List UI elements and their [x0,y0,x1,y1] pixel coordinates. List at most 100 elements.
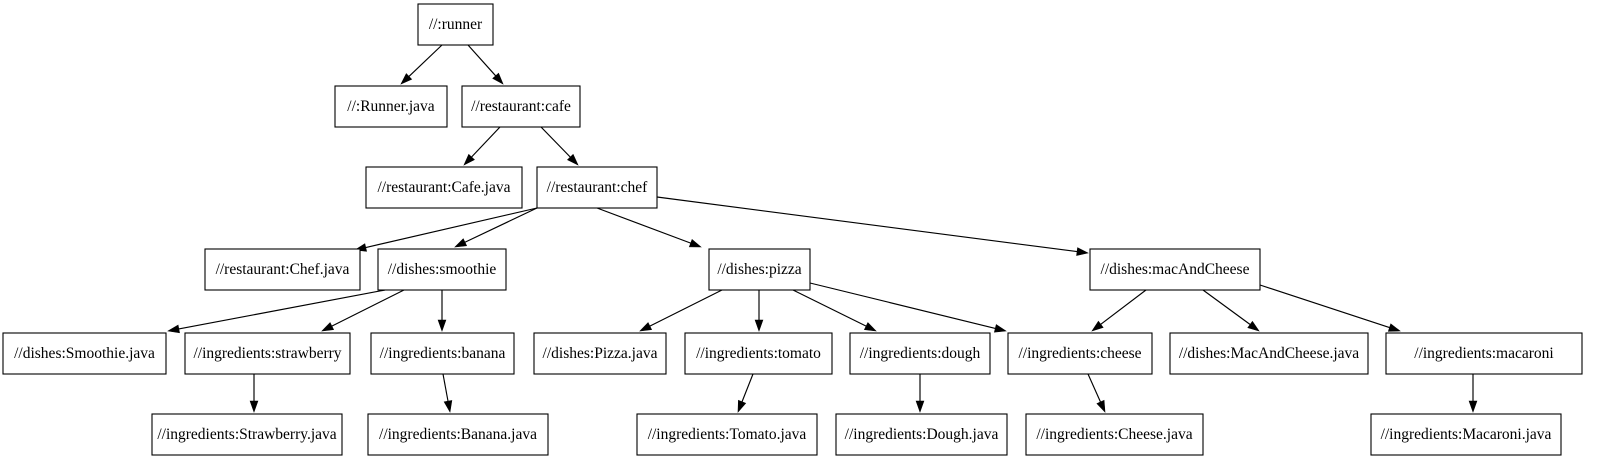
graph-node-dishes_pizza[interactable]: //dishes:pizza [708,248,811,291]
graph-node-ing_banana_java[interactable]: //ingredients:Banana.java [367,413,549,456]
graph-node-runner_java[interactable]: //:Runner.java [334,85,448,128]
graph-node-dishes_macandcheese_java[interactable]: //dishes:MacAndCheese.java [1169,332,1369,375]
graph-node-ing_tomato_java[interactable]: //ingredients:Tomato.java [636,413,818,456]
graph-edge [167,289,386,334]
node-label: //ingredients:Macaroni.java [1381,426,1552,443]
node-box[interactable] [1025,413,1204,456]
node-label: //dishes:MacAndCheese.java [1179,345,1359,362]
graph-edge [1468,374,1478,413]
node-box[interactable] [536,166,658,209]
graph-edge [467,44,504,85]
edge-arrowhead [463,153,475,166]
graph-node-restaurant_chef[interactable]: //restaurant:chef [536,166,658,209]
node-box[interactable] [1385,332,1583,375]
node-box[interactable] [835,413,1008,456]
graph-node-ing_banana[interactable]: //ingredients:banana [370,332,515,375]
node-box[interactable] [377,248,507,291]
graph-node-ing_macaroni[interactable]: //ingredients:macaroni [1385,332,1583,375]
node-box[interactable] [204,248,361,291]
graph-edge [1202,289,1260,332]
graph-node-ing_dough_java[interactable]: //ingredients:Dough.java [835,413,1008,456]
edge-arrowhead [492,72,504,85]
node-label: //dishes:smoothie [388,261,497,278]
node-box[interactable] [461,85,581,128]
node-label: //dishes:Smoothie.java [14,345,155,362]
node-box[interactable] [365,166,523,209]
node-box[interactable] [2,332,167,375]
node-box[interactable] [1370,413,1562,456]
node-box[interactable] [1007,332,1153,375]
graph-edge [442,373,453,413]
node-label: //dishes:pizza [717,261,801,278]
edge-arrowhead [1096,399,1106,413]
edge-line [331,289,405,327]
edge-line [442,373,449,402]
node-box[interactable] [849,332,991,375]
graph-node-ing_strawberry_java[interactable]: //ingredients:Strawberry.java [151,413,343,456]
node-box[interactable] [367,413,549,456]
node-label: //dishes:Pizza.java [543,345,658,362]
graph-node-ing_strawberry[interactable]: //ingredients:strawberry [184,332,351,375]
node-box[interactable] [334,85,448,128]
node-box[interactable] [533,332,667,375]
graph-edge [437,290,447,332]
edge-arrowhead [321,322,335,332]
node-box[interactable] [151,413,343,456]
graph-edge [754,290,764,332]
edge-line [464,207,538,243]
graph-edge [249,374,259,413]
edge-line [741,373,754,402]
graph-node-restaurant_cafe[interactable]: //restaurant:cafe [461,85,581,128]
node-label: //ingredients:cheese [1018,345,1141,362]
node-box[interactable] [684,332,833,375]
graph-edge [596,207,702,248]
graph-node-restaurant_cafe_java[interactable]: //restaurant:Cafe.java [365,166,523,209]
graph-node-ing_tomato[interactable]: //ingredients:tomato [684,332,833,375]
graph-edge [1087,373,1106,413]
node-label: //restaurant:chef [547,179,649,196]
node-box[interactable] [184,332,351,375]
edge-line [1202,289,1251,325]
edge-arrowhead [437,319,447,332]
node-label: //ingredients:dough [860,345,981,362]
node-box[interactable] [1089,248,1261,291]
edge-arrowhead [1091,320,1104,332]
edge-arrowhead [915,400,925,413]
graph-node-ing_cheese[interactable]: //ingredients:cheese [1007,332,1153,375]
edge-arrowhead [688,238,702,248]
graph-edge [1091,289,1147,332]
graph-node-dishes_smoothie_java[interactable]: //dishes:Smoothie.java [2,332,167,375]
node-box[interactable] [636,413,818,456]
graph-edge [321,289,405,332]
node-box[interactable] [417,3,494,46]
edge-arrowhead [1076,247,1089,256]
graph-edge [540,126,579,166]
edge-arrowhead [400,73,413,85]
node-label: //ingredients:strawberry [193,345,341,362]
edge-arrowhead [639,322,653,332]
edge-arrowhead [1247,320,1260,332]
nodes-layer: //:runner //:Runner.java //restaurant:cafe… [2,3,1583,456]
edge-line [540,126,571,158]
graph-node-ing_macaroni_java[interactable]: //ingredients:Macaroni.java [1370,413,1562,456]
graph-node-restaurant_chef_java[interactable]: //restaurant:Chef.java [204,248,361,291]
graph-edge [354,207,538,252]
graph-node-dishes_pizza_java[interactable]: //dishes:Pizza.java [533,332,667,375]
graph-edge [463,126,501,166]
node-box[interactable] [708,248,811,291]
edge-line [408,44,443,77]
node-label: //ingredients:banana [380,345,506,362]
graph-node-ing_cheese_java[interactable]: //ingredients:Cheese.java [1025,413,1204,456]
graph-node-runner[interactable]: //:runner [417,3,494,46]
node-box[interactable] [370,332,515,375]
graph-node-dishes_smoothie[interactable]: //dishes:smoothie [377,248,507,291]
node-label: //ingredients:Cheese.java [1036,426,1192,443]
node-label: //:Runner.java [347,98,435,115]
edge-line [656,196,1078,253]
graph-node-dishes_macandcheese[interactable]: //dishes:macAndCheese [1089,248,1261,291]
node-box[interactable] [1169,332,1369,375]
graph-node-ing_dough[interactable]: //ingredients:dough [849,332,991,375]
node-label: //restaurant:cafe [471,98,571,115]
edge-arrowhead [737,399,747,413]
node-label: //ingredients:Tomato.java [648,426,807,443]
